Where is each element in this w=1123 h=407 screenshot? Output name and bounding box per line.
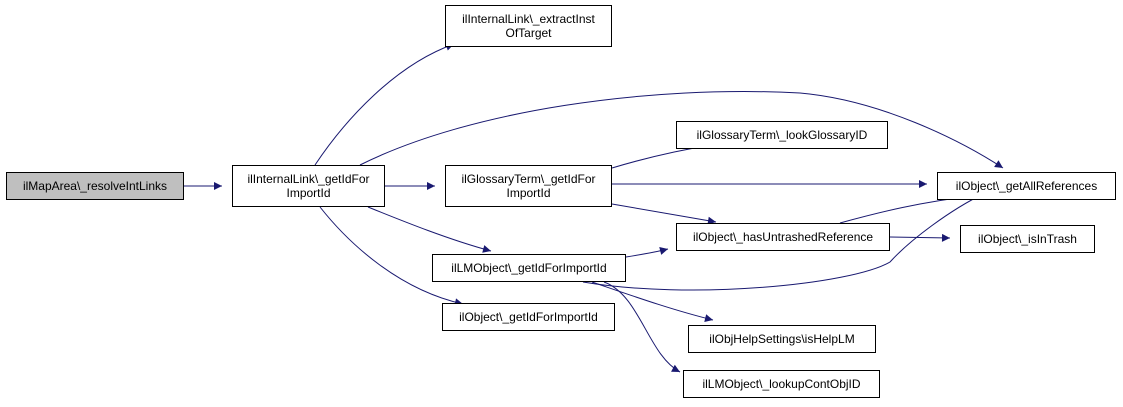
edge-link-get-id-for-import-id-to-object-get-id-for-import-id bbox=[319, 206, 464, 307]
node-label: ilGlossaryTerm\_lookGlossaryID bbox=[696, 128, 868, 142]
edge-has-untrashed-reference-to-is-in-trash bbox=[889, 233, 951, 242]
node-lookup-cont-obj-id[interactable]: ilLMObject\_lookupContObjID bbox=[683, 370, 880, 398]
node-label: ilLMObject\_getIdForImportId bbox=[451, 261, 607, 275]
node-label: ilObject\_hasUntrashedReference bbox=[692, 230, 874, 244]
node-has-untrashed-reference[interactable]: ilObject\_hasUntrashedReference bbox=[676, 223, 890, 251]
node-label: ilObject\_getIdForImportId bbox=[459, 310, 598, 324]
node-label: ilInternalLink\_extractInst bbox=[462, 12, 595, 26]
node-look-glossary-id[interactable]: ilGlossaryTerm\_lookGlossaryID bbox=[676, 121, 888, 149]
edge-glossary-get-id-for-import-id-to-has-untrashed-reference bbox=[611, 203, 717, 225]
edge-lm-get-id-for-import-id-to-is-help-lm bbox=[591, 281, 714, 322]
node-label: ImportId bbox=[506, 186, 551, 200]
node-label: ilObject\_getAllReferences bbox=[955, 179, 1098, 193]
edge-lm-get-id-for-import-id-to-get-all-references bbox=[582, 192, 986, 291]
node-label: ilLMObject\_lookupContObjID bbox=[702, 377, 861, 391]
node-get-all-references[interactable]: ilObject\_getAllReferences bbox=[937, 172, 1116, 200]
edge-link-get-id-for-import-id-to-get-all-references bbox=[359, 91, 1004, 169]
node-lm-get-id-for-import-id[interactable]: ilLMObject\_getIdForImportId bbox=[432, 254, 626, 282]
node-object-get-id-for-import-id[interactable]: ilObject\_getIdForImportId bbox=[442, 303, 615, 331]
edge-lm-get-id-for-import-id-to-has-untrashed-reference bbox=[625, 247, 669, 258]
node-is-help-lm[interactable]: ilObjHelpSettings\isHelpLM bbox=[688, 325, 876, 353]
node-resolve-int-links: ilMapArea\_resolveIntLinks bbox=[6, 172, 184, 200]
edge-lm-get-id-for-import-id-to-lookup-cont-obj-id bbox=[603, 281, 681, 373]
edge-link-get-id-for-import-id-to-extract-inst-of-target bbox=[314, 42, 455, 166]
node-label: ImportId bbox=[286, 186, 331, 200]
node-label: ilMapArea\_resolveIntLinks bbox=[22, 179, 168, 193]
node-label: ilObject\_isInTrash bbox=[978, 232, 1077, 246]
node-label: ilInternalLink\_getIdFor bbox=[247, 172, 370, 186]
node-label: OfTarget bbox=[505, 26, 552, 40]
node-is-in-trash[interactable]: ilObject\_isInTrash bbox=[960, 225, 1095, 253]
node-label: ilObjHelpSettings\isHelpLM bbox=[709, 332, 855, 346]
node-label: ilGlossaryTerm\_getIdFor bbox=[461, 172, 596, 186]
edge-link-get-id-for-import-id-to-lm-get-id-for-import-id bbox=[367, 206, 492, 253]
